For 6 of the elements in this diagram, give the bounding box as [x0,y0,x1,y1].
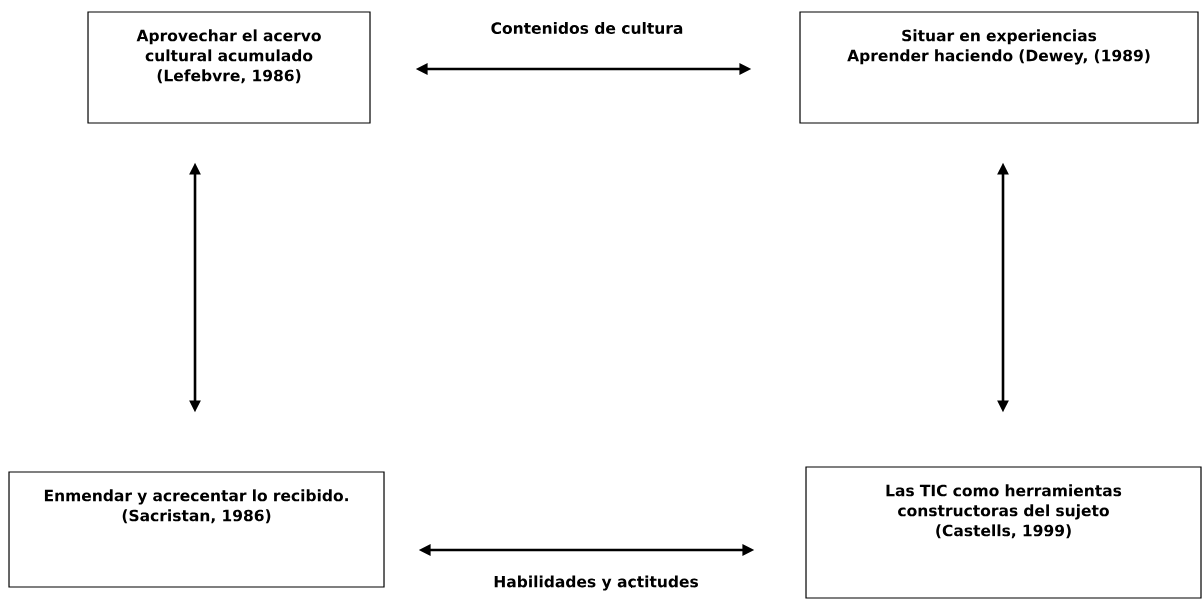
text-box: Enmendar y acrecentar lo recibido. (Sacristan, 1986) [8,471,385,588]
edge-label: Habilidades y actitudes [492,574,700,592]
edge-label: Contenidos de cultura [489,21,685,35]
text-box: Situar en experiencias Aprender haciendo (Dewey, (1989) [799,11,1199,124]
text-box: Aprovechar el acervo cultural acumulado (Lefebvre, 1986) [87,11,371,124]
text-box: Las TIC como herramientas constructoras del sujeto (Castells, 1999) [805,466,1202,599]
